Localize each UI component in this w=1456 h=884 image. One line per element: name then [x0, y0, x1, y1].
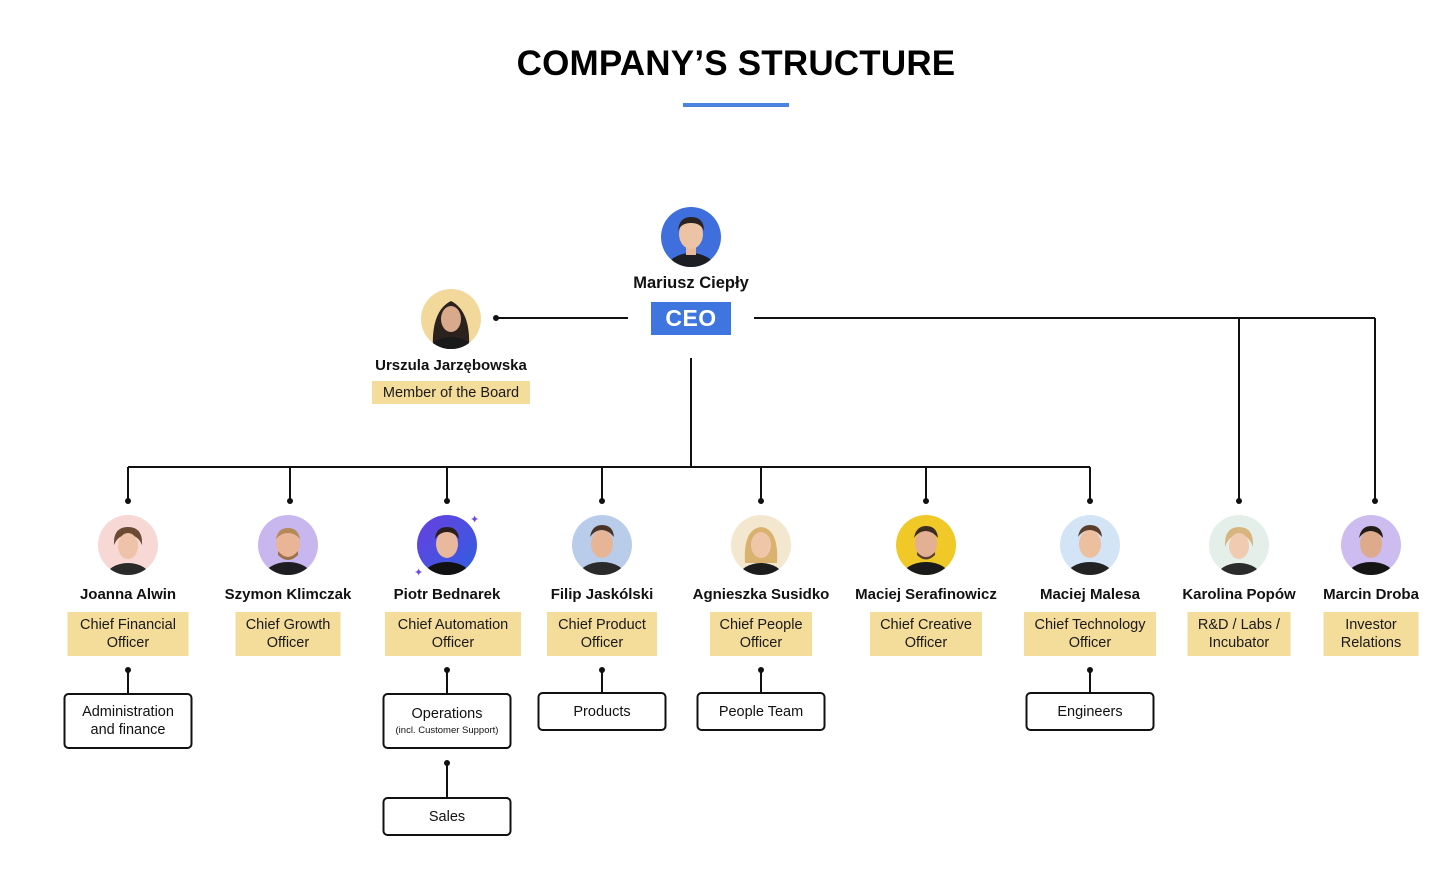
connector-dot	[599, 667, 605, 673]
connector-dot	[444, 667, 450, 673]
exec-name: Joanna Alwin	[79, 586, 177, 603]
connector-dot	[1372, 498, 1378, 504]
dept-operations-sublabel: (incl. Customer Support)	[395, 725, 499, 736]
sparkle-icon: ✦	[414, 567, 424, 579]
board-avatar	[421, 289, 481, 349]
avatar	[1060, 515, 1120, 575]
avatar	[731, 515, 791, 575]
avatar	[1341, 515, 1401, 575]
exec-name: Agnieszka Susidko	[692, 586, 830, 603]
dept-operations: Operations (incl. Customer Support)	[382, 693, 512, 749]
connector-dot	[599, 498, 605, 504]
dept-engineers: Engineers	[1025, 692, 1155, 731]
exec-name: Marcin Droba	[1323, 586, 1419, 603]
avatar	[417, 515, 477, 575]
exec-name: Maciej Serafinowicz	[855, 586, 997, 603]
connector-dot	[444, 760, 450, 766]
dept-sales: Sales	[382, 797, 512, 836]
connector-dot	[758, 498, 764, 504]
ceo-name: Mariusz Ciepły	[633, 274, 749, 292]
board-name: Urszula Jarzębowska	[375, 357, 527, 374]
connector-dot	[125, 667, 131, 673]
ceo-badge: CEO	[651, 302, 731, 335]
exec-name: Piotr Bednarek	[393, 586, 501, 603]
avatar	[258, 515, 318, 575]
connector-dot	[1087, 498, 1093, 504]
exec-name: Karolina Popów	[1182, 586, 1296, 603]
exec-name: Szymon Klimczak	[224, 586, 352, 603]
dept-operations-label: Operations	[411, 706, 483, 722]
connector-dot	[125, 498, 131, 504]
avatar	[98, 515, 158, 575]
connector-dot	[923, 498, 929, 504]
role-badge: R&D / Labs /Incubator	[1187, 612, 1291, 656]
board-role-badge: Member of the Board	[372, 381, 530, 404]
connector-dot	[493, 315, 499, 321]
page-title: COMPANY’S STRUCTURE	[516, 44, 956, 83]
avatar	[1209, 515, 1269, 575]
exec-name: Maciej Malesa	[1039, 586, 1141, 603]
connector-dot	[444, 498, 450, 504]
avatar	[896, 515, 956, 575]
connector-dot	[1087, 667, 1093, 673]
connector-dot	[1236, 498, 1242, 504]
dept-people-team: People Team	[696, 692, 826, 731]
sparkle-icon: ✦	[470, 514, 480, 526]
connector-dot	[758, 667, 764, 673]
connector-dot	[287, 498, 293, 504]
dept-products: Products	[537, 692, 667, 731]
avatar	[572, 515, 632, 575]
exec-name: Filip Jaskólski	[550, 586, 654, 603]
title-underline	[683, 103, 789, 107]
ceo-avatar	[661, 207, 721, 267]
